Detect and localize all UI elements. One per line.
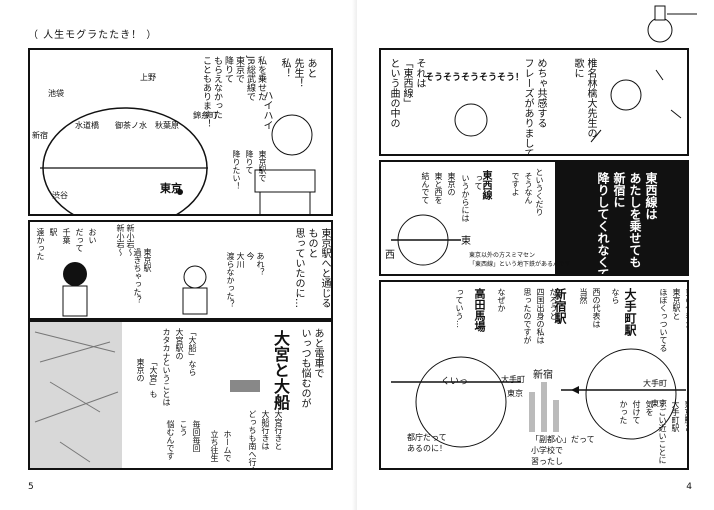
narration: 私を乗せた JR総武線で 東京で 降りて もらえなかった こともあります！ bbox=[201, 56, 266, 128]
narration: だろうと 四国出身の私は 思ったのですが bbox=[523, 288, 558, 344]
narration: なぜか bbox=[497, 288, 506, 312]
narration: 全ての JR線は 東京駅へと通じる ものと 思っていたのに… bbox=[293, 228, 330, 308]
station-label: 池袋 bbox=[48, 89, 64, 98]
station-label: 錦糸町 bbox=[193, 111, 217, 120]
narration: なら bbox=[611, 288, 620, 304]
station-name: 高田馬場 bbox=[473, 288, 486, 332]
title-omiya-ofuna: 大宮と大船 bbox=[271, 330, 290, 410]
narration: あと電車で いっつも悩むのが bbox=[299, 328, 323, 408]
chapter-header: （ 人生モグラたたき！ ） bbox=[28, 30, 158, 41]
east-label: 東 bbox=[461, 236, 471, 247]
narration: っていう… bbox=[455, 288, 464, 328]
title-tozai: 東西線 bbox=[480, 170, 491, 200]
speech-bubble: そうなん ですよ bbox=[511, 172, 533, 204]
page-number: 4 bbox=[686, 482, 692, 492]
speech-bubble: 「副都心」だって 小学校で 習ったし bbox=[531, 435, 595, 466]
note: ホームで 立ち往生 bbox=[210, 430, 232, 462]
explain: 東京の 東と西を 結んでて bbox=[421, 172, 456, 204]
speech-bubble: 東京駅と 大手町駅 すごい近いことに 気を 付けて かった bbox=[619, 400, 689, 464]
map-label: 大手町 bbox=[643, 379, 667, 388]
panel-yamanote: あと 先生！ 私！ 私を乗せた JR総武線で 東京で 降りて もらえなかった こ… bbox=[28, 48, 333, 216]
sign: おい だって 千葉 駅 遠かった bbox=[36, 228, 97, 260]
station-name: 大手町駅 bbox=[623, 288, 637, 336]
note: 「大船」なら 大宮駅の カタカナ bbox=[162, 328, 197, 376]
hai-text: ハイハイ bbox=[261, 90, 272, 130]
stations-diagram bbox=[391, 348, 686, 448]
station-label: 渋谷 bbox=[52, 191, 68, 200]
tozai-diagram bbox=[391, 214, 461, 266]
lyric-text: 東西線は あたしを乗せても 新宿に 降りしてくれなくて bbox=[596, 172, 658, 276]
lyric-box: 東西線は あたしを乗せても 新宿に 降りしてくれなくて bbox=[555, 162, 687, 276]
narration: 椎名林檎大先生の 歌に bbox=[572, 58, 596, 138]
page-number: 5 bbox=[28, 482, 34, 492]
note: 毎回毎回 こう 悩むんです bbox=[166, 420, 201, 460]
note: ということは 「大宮」も 東京の bbox=[136, 358, 171, 406]
speech-bubble: そうそうそうそうそう！ bbox=[425, 73, 525, 83]
map-drawing bbox=[30, 322, 260, 468]
sfx: くいっ bbox=[441, 377, 469, 387]
station-label: 御茶ノ水 bbox=[115, 121, 147, 130]
narration: 西の代表は 当然 bbox=[579, 288, 601, 328]
note: 大宮行きと 大船行きは どっちも南へ行くか bbox=[248, 410, 283, 470]
speech-bubble: 都庁だって あるのに！ bbox=[407, 433, 447, 453]
west-label: 西 bbox=[385, 250, 395, 261]
speech-bubble: 東京駅 過ぎちゃった？ bbox=[133, 248, 152, 304]
explain: って いうからには bbox=[461, 174, 483, 222]
panel-ringo: それは 「東西線」 という曲の中の めちゃ共感する フレーズがありまして 椎名林… bbox=[379, 48, 689, 156]
station-name: 新宿駅 bbox=[553, 288, 567, 324]
left-page: （ 人生モグラたたき！ ） あと 先生！ 私！ 私を乗せた JR総武線で 東京で… bbox=[28, 30, 333, 492]
map-label: 東京 bbox=[651, 399, 667, 408]
caption: 東京以外の方スミマセン 「東西線」という地下鉄があるんです bbox=[469, 252, 571, 268]
station-label: 新宿 bbox=[32, 131, 48, 140]
speech-bubble: あと 先生！ 私！ bbox=[279, 58, 316, 88]
panel-stations: 東の代表が 東京駅と ほぼくっついてる 大手町駅 なら 西の代表は 当然 新宿駅… bbox=[379, 280, 689, 470]
narration: 東の代表が 東京駅と ほぼくっついてる bbox=[659, 288, 689, 352]
character-drawing bbox=[454, 69, 682, 143]
panel-tozai: 東西線は あたしを乗せても 新宿に 降りしてくれなくて というくだり そうなん … bbox=[379, 160, 689, 276]
announcement: 新小岩〜 新小岩〜 bbox=[116, 224, 135, 256]
yamanote-circle-drawing bbox=[40, 107, 316, 214]
panel-train: 全ての JR線は 東京駅へと通じる ものと 思っていたのに… あれ？ 今 大川 … bbox=[28, 220, 333, 320]
right-page: それは 「東西線」 という曲の中の めちゃ共感する フレーズがありまして 椎名林… bbox=[357, 0, 714, 510]
station-label: 東京 bbox=[160, 182, 182, 195]
map-label: 大手町 bbox=[501, 375, 525, 384]
station-label: 上野 bbox=[140, 73, 156, 82]
station-label: 水道橋 bbox=[75, 121, 99, 130]
map-label: 東京 bbox=[507, 389, 523, 398]
narration: それは 「東西線」 という曲の中の bbox=[388, 58, 425, 128]
narration: めちゃ共感する フレーズがありまして bbox=[522, 58, 546, 156]
station-label: 秋葉原 bbox=[155, 121, 179, 130]
train-drawing bbox=[62, 262, 208, 317]
map-label: 新宿 bbox=[533, 370, 553, 381]
narration: というくだり bbox=[535, 168, 544, 216]
speech-bubble: あれ？ 今 大川 渡らなかった？ bbox=[226, 252, 265, 308]
panel-omiya-ofuna: あと電車で いっつも悩むのが 大宮と大船 「大船」なら 大宮駅の カタカナ とい… bbox=[28, 320, 333, 470]
caption: 東京駅で 降りて 降りたい！ bbox=[232, 150, 267, 190]
mole-mascot bbox=[647, 5, 697, 43]
